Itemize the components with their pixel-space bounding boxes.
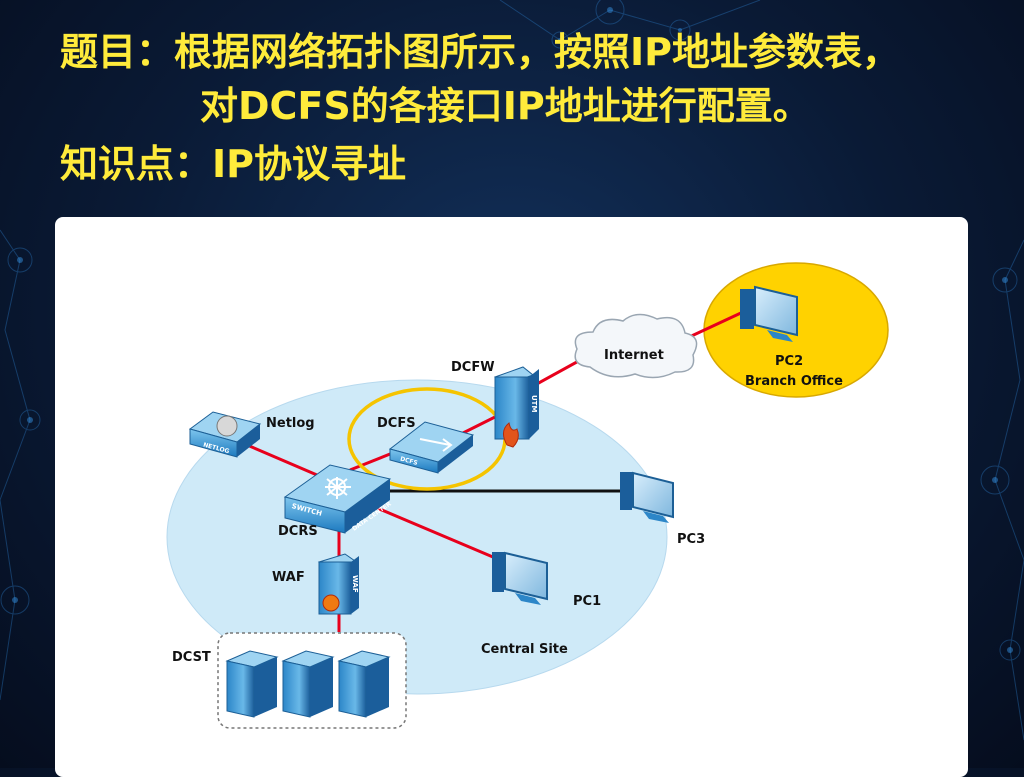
internet-cloud [574, 313, 698, 379]
link-dcrs-pc1 [369, 503, 501, 562]
internet-label: Internet [604, 348, 664, 363]
link-internet-pc2 [684, 310, 744, 341]
diagram-panel: NETLOG Netlog DCFS DCFS UTM DCFW Interne… [55, 217, 968, 777]
pc1-label: PC1 [573, 594, 601, 609]
pc2-computer [740, 285, 798, 342]
dcfw-device: UTM [493, 366, 539, 448]
dcst-servers [225, 650, 391, 718]
waf-fire-icon [322, 594, 340, 612]
knowledge-point: 知识点：IP协议寻址 [60, 142, 406, 186]
server-2 [281, 650, 335, 718]
branch-office-label: Branch Office [745, 374, 843, 389]
slide-title: 题目：根据网络拓扑图所示，按照IP地址参数表， 对DCFS的各接口IP地址进行配… [0, 0, 1024, 210]
pc3-computer [620, 471, 674, 523]
fire-icon [503, 422, 519, 448]
waf-box-label: WAF [351, 575, 359, 593]
dcfs-label: DCFS [377, 416, 416, 431]
dcfs-box-label: DCFS [399, 456, 418, 467]
pc3-label: PC3 [677, 532, 705, 547]
waf-device: WAF [317, 553, 359, 615]
central-site-zone [166, 379, 668, 695]
title-line-2: 对DCFS的各接口IP地址进行配置。 [200, 84, 811, 128]
server-1 [225, 650, 279, 718]
dcrs-switch: SWITCH DATA CENTER [283, 464, 393, 534]
dcst-label: DCST [172, 650, 211, 665]
dcrs-label: DCRS [278, 524, 318, 539]
pc2-label: PC2 [775, 354, 803, 369]
netlog-device: NETLOG [188, 411, 262, 458]
dcfw-label: DCFW [451, 360, 495, 375]
server-3 [337, 650, 391, 718]
pc1-computer [492, 551, 548, 605]
waf-label: WAF [272, 570, 305, 585]
network-topology: NETLOG Netlog DCFS DCFS UTM DCFW Interne… [166, 262, 889, 729]
title-line-1: 题目：根据网络拓扑图所示，按照IP地址参数表， [60, 30, 900, 74]
netlog-label: Netlog [266, 416, 315, 431]
central-site-label: Central Site [481, 642, 568, 657]
utm-label: UTM [530, 395, 538, 412]
dcfs-device: DCFS [388, 421, 475, 474]
